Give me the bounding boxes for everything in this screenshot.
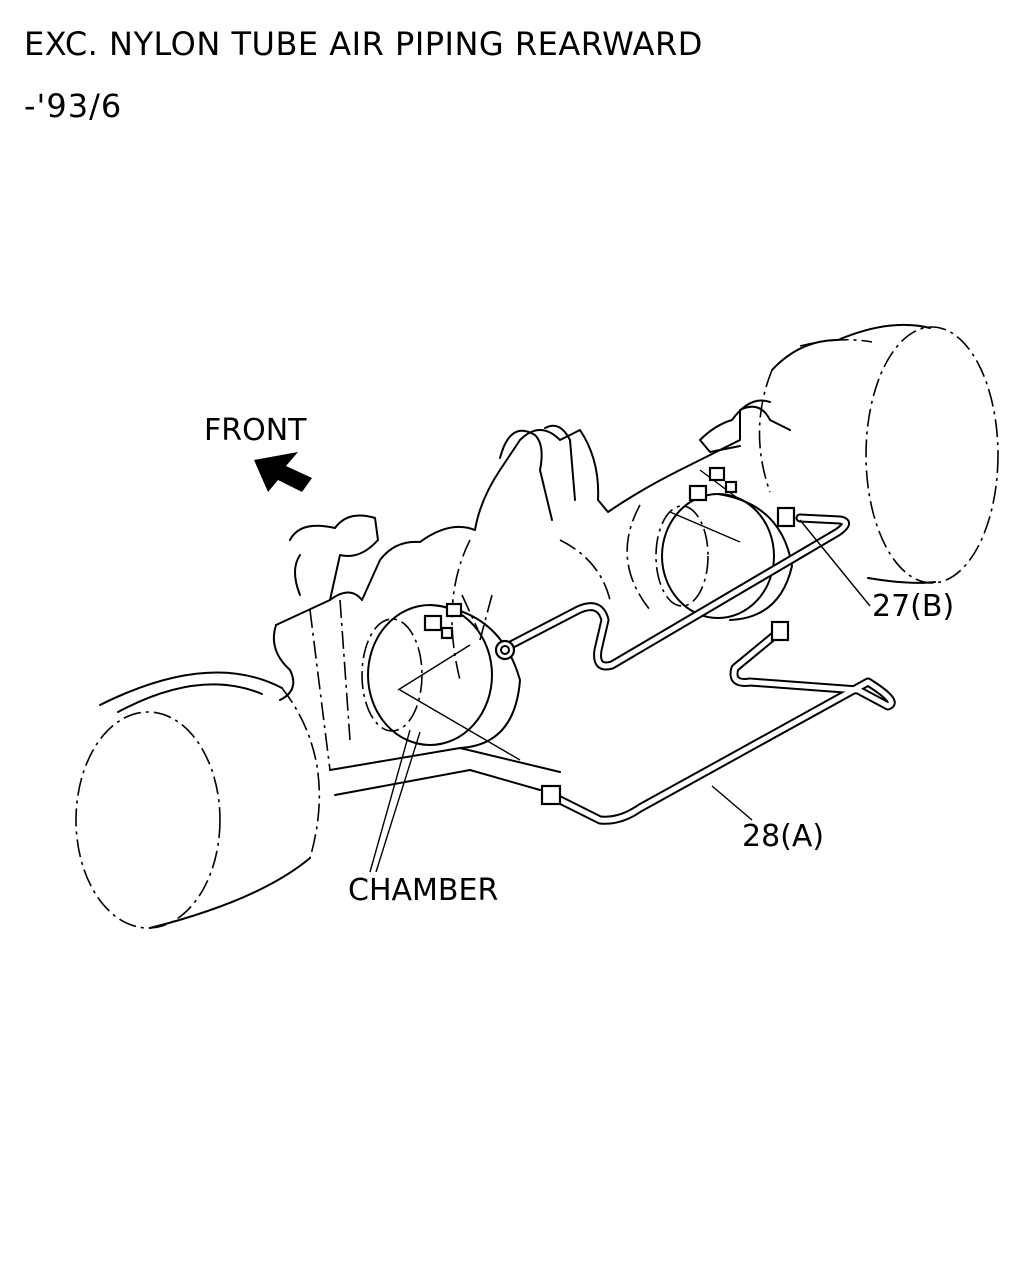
pipe-28a xyxy=(540,620,896,825)
front-label: FRONT xyxy=(204,413,307,448)
chamber-label: CHAMBER xyxy=(348,873,499,908)
axle-housing xyxy=(272,399,791,796)
right-chamber xyxy=(655,466,793,621)
page-subtitle: -'93/6 xyxy=(24,87,123,125)
part-label-27b: 27(B) xyxy=(872,589,955,624)
right-brake-drum xyxy=(758,323,999,584)
front-arrow-icon xyxy=(254,452,312,492)
page-title: EXC. NYLON TUBE AIR PIPING REARWARD xyxy=(24,25,703,63)
left-chamber xyxy=(361,594,521,761)
part-label-28a: 28(A) xyxy=(742,819,825,854)
left-brake-drum xyxy=(75,671,321,929)
leader-lines xyxy=(369,519,871,873)
pipe-27b xyxy=(494,506,850,671)
